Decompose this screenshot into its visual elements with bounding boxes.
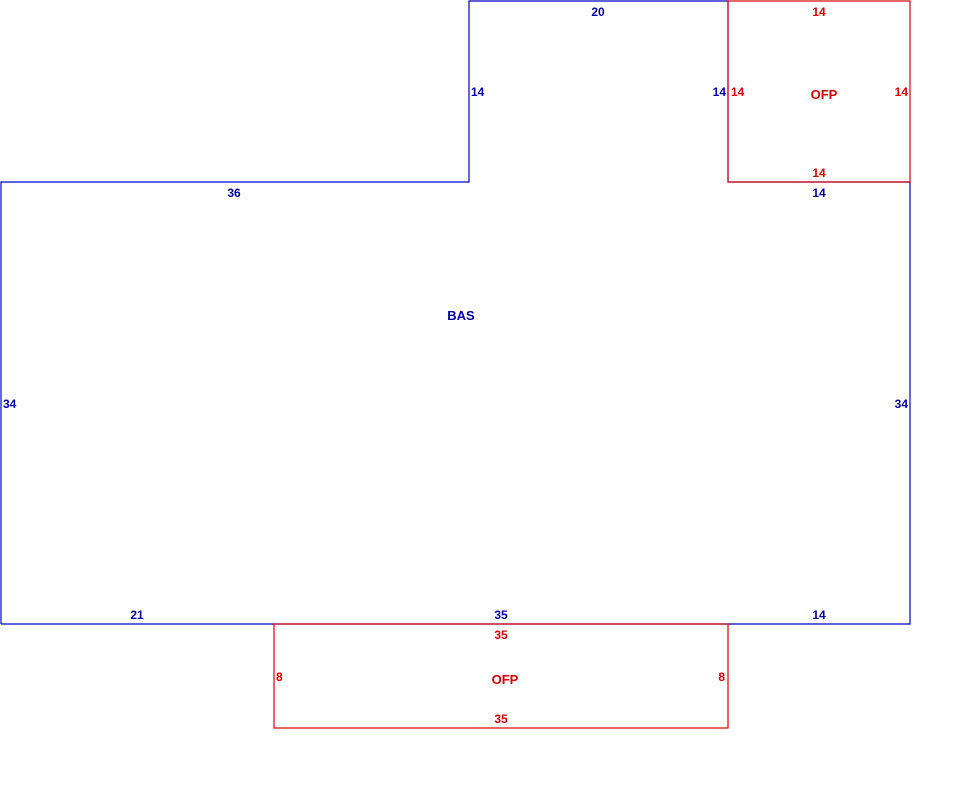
bas-dim-bottom-left: 21 [130,608,144,622]
ofp-top-dim-top: 14 [812,5,826,19]
bas-dim-upper-left-vertical: 14 [471,85,485,99]
ofp-bottom-dim-right: 8 [718,670,725,684]
ofp-top-area-label: OFP [811,87,838,102]
bas-dim-upper-right-vertical: 14 [713,85,727,99]
ofp-top-outline [727,0,911,183]
ofp-top-dim-left: 14 [731,85,745,99]
bas-dim-upper-top: 20 [591,5,605,19]
bas-dim-bottom-right: 14 [812,608,826,622]
bas-dim-top-left: 36 [227,186,241,200]
bas-dim-left: 34 [3,397,17,411]
ofp-top-dim-right: 14 [895,85,909,99]
ofp-bottom-dim-top: 35 [494,628,508,642]
ofp-bottom-dim-left: 8 [276,670,283,684]
bas-dim-bottom-mid: 35 [494,608,508,622]
ofp-top-dim-bottom: 14 [812,166,826,180]
ofp-bottom-outline [273,623,729,729]
ofp-bottom-dim-bottom: 35 [494,712,508,726]
bas-area-label: BAS [447,308,475,323]
ofp-bottom-area-label: OFP [492,672,519,687]
bas-dim-right: 34 [895,397,909,411]
bas-dim-right-top: 14 [812,186,826,200]
